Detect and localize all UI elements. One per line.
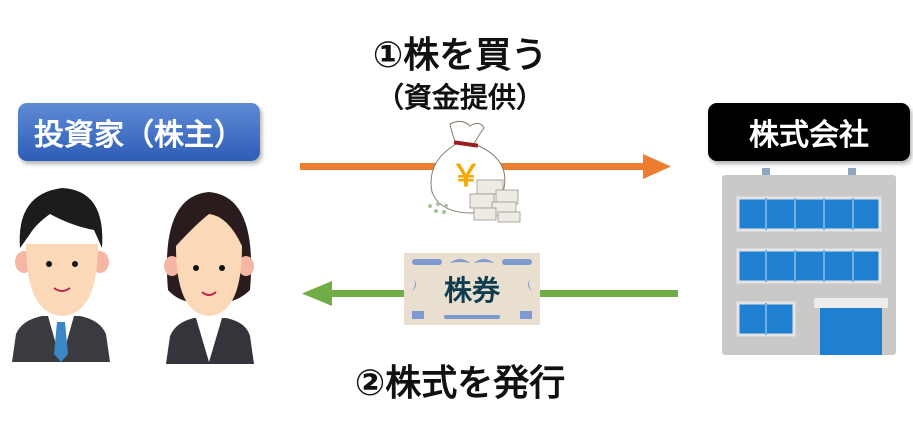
issue-stock-title: ②株式を発行 — [354, 363, 566, 404]
company-building-icon — [722, 168, 896, 355]
money-bag-icon: ￥ — [428, 120, 521, 223]
svg-text:株券: 株券 — [444, 274, 501, 307]
stock-certificate-icon: 株券 — [404, 253, 540, 325]
capital-provision-subtitle: （資金提供） — [375, 81, 544, 114]
male-investor-icon — [12, 188, 110, 362]
buy-stock-title: ①株を買う — [372, 35, 548, 76]
company-label: 株式会社 — [708, 103, 910, 161]
svg-text:￥: ￥ — [451, 159, 481, 194]
investor-label: 投資家（株主） — [18, 103, 260, 161]
female-investor-icon — [164, 192, 254, 364]
